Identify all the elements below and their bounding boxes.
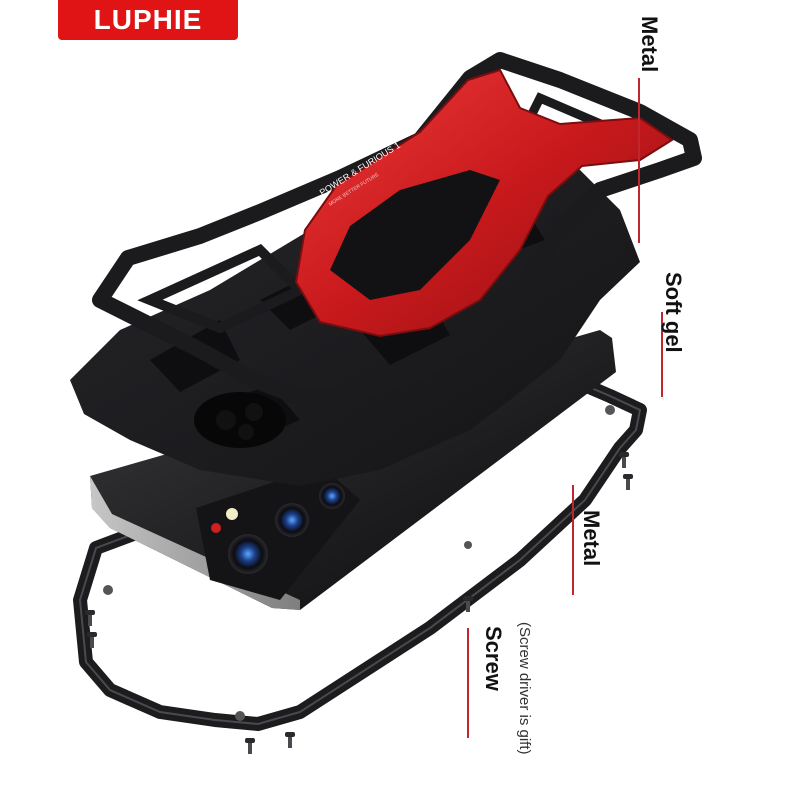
screw-icon	[619, 452, 629, 468]
label-metal-mid: Metal	[579, 510, 604, 567]
screw-icon	[87, 632, 97, 648]
screw-icon	[623, 474, 633, 490]
callout-line-screw	[467, 628, 469, 738]
screw-icon	[463, 596, 473, 612]
camera-lens-3	[319, 483, 345, 509]
label-screw-note: (Screw driver is gift)	[516, 622, 533, 755]
callout-line-soft-gel	[661, 312, 663, 397]
bottom-metal-frame	[73, 371, 647, 731]
camera-lens-2	[275, 503, 309, 537]
callout-line-metal-top	[638, 78, 640, 243]
callout-line-metal-mid	[572, 485, 574, 595]
label-screw: Screw	[481, 626, 506, 691]
flash-icon	[226, 508, 238, 520]
camera-lens-main	[228, 534, 268, 574]
screws	[85, 452, 633, 754]
screw-icon	[85, 610, 95, 626]
label-soft-gel: Soft gel	[661, 272, 686, 353]
screw-icon	[285, 732, 295, 748]
label-metal-top: Metal	[637, 16, 662, 73]
laser-af-icon	[211, 523, 221, 533]
brand-logo: LUPHIE	[58, 0, 238, 40]
screw-icon	[245, 738, 255, 754]
brand-name: LUPHIE	[93, 4, 203, 35]
